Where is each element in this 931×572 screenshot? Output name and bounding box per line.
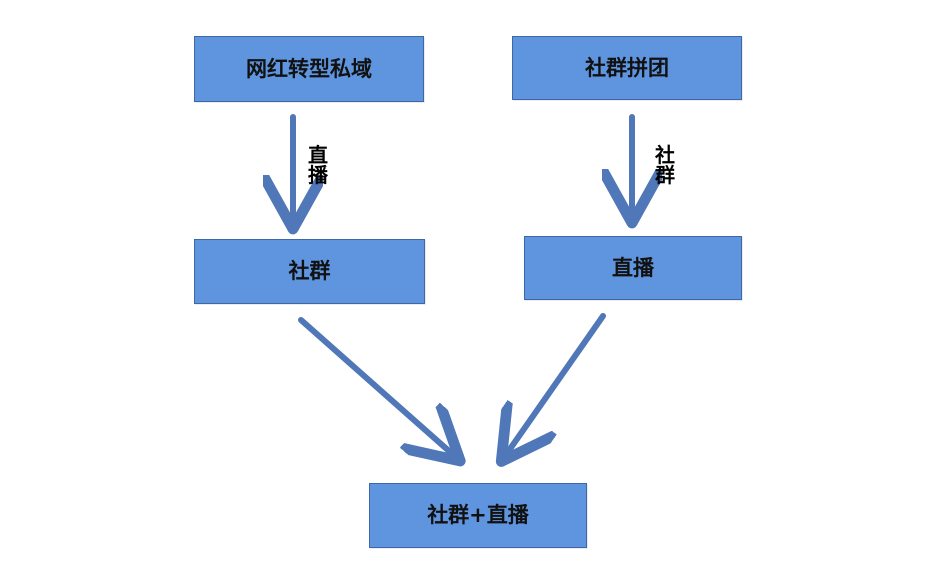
- node-top-left-label: 网红转型私域: [246, 56, 372, 81]
- edge-label-right-char-2: 群: [655, 163, 675, 187]
- node-middle-right-label: 直播: [612, 255, 654, 280]
- arrow-middle-left-to-bottom: [298, 317, 458, 459]
- edge-label-right-char-1: 社: [655, 143, 675, 167]
- arrow-middle-right-to-bottom: [503, 313, 606, 459]
- node-middle-right: 直播: [524, 236, 742, 300]
- node-top-left: 网红转型私域: [194, 36, 424, 102]
- edge-label-left-char-1: 直: [308, 143, 328, 167]
- node-top-right: 社群拼团: [512, 36, 742, 100]
- node-top-right-label: 社群拼团: [585, 55, 669, 80]
- node-middle-left-label: 社群: [288, 259, 331, 283]
- node-bottom-label: 社群+直播: [427, 503, 529, 527]
- node-bottom: 社群+直播: [369, 483, 587, 548]
- edge-label-right: 社 群: [653, 145, 677, 185]
- edge-label-left-char-2: 播: [308, 163, 328, 187]
- node-middle-left: 社群: [194, 239, 425, 304]
- edge-label-left: 直 播: [306, 145, 330, 185]
